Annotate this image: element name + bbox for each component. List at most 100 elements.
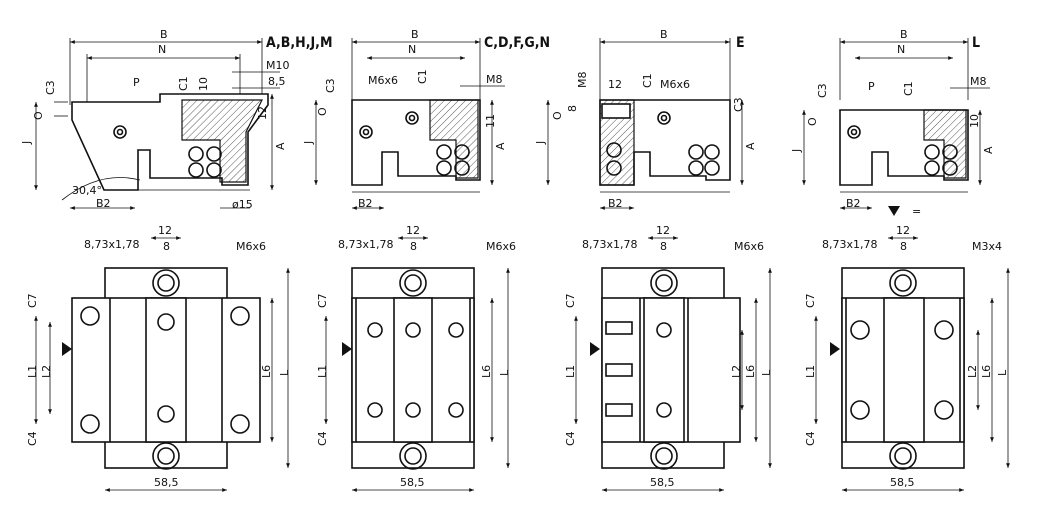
dim-O: O	[551, 111, 564, 120]
cross-section-2: B N C,D,F,G,N M8 M6x6 C3 O J C1 11 A B2	[302, 28, 550, 210]
dim-L2: L2	[40, 365, 53, 378]
dim-L6: L6	[480, 365, 493, 378]
dim-B2: B2	[358, 197, 373, 210]
dim-A: A	[494, 142, 507, 150]
dim-C1: C1	[177, 76, 190, 91]
dim-O: O	[32, 111, 45, 120]
dim-8: 8	[566, 105, 579, 112]
dim-C7: C7	[26, 293, 39, 308]
dim-O: O	[316, 107, 329, 116]
dim-A: A	[274, 142, 287, 150]
dim-11: 11	[484, 114, 497, 128]
dim-C3: C3	[816, 83, 829, 98]
dim-B2: B2	[608, 197, 623, 210]
dim-10: 10	[197, 77, 210, 91]
dim-58-5: 58,5	[890, 476, 915, 489]
dim-L1: L1	[316, 365, 329, 378]
dim-dia15: ø15	[232, 198, 253, 211]
dim-J: J	[302, 141, 315, 145]
dim-12: 12	[158, 224, 172, 237]
dim-B: B	[900, 28, 908, 41]
thread-label: M3x4	[972, 240, 1002, 253]
dim-8: 8	[660, 240, 667, 253]
label-P: P	[868, 80, 875, 93]
dim-8: 8	[900, 240, 907, 253]
dim-12: 12	[656, 224, 670, 237]
dim-B2: B2	[846, 197, 861, 210]
dim-8: 8	[163, 240, 170, 253]
dim-8: 8	[410, 240, 417, 253]
dim-J: J	[20, 141, 33, 145]
top-view-2: 8,73x1,78 12 8 M6x6 C7 C4 L1 L6 L 58,5	[316, 224, 516, 492]
thread-M6x6: M6x6	[368, 74, 398, 87]
dim-12: 12	[608, 78, 622, 91]
dim-M10: M10	[266, 59, 290, 72]
dim-L1: L1	[804, 365, 817, 378]
dim-B: B	[160, 28, 168, 41]
cross-section-3: B E M8 12 C1 M6x6 8 O J C3 A B2	[534, 28, 757, 210]
direction-triangle-icon	[590, 342, 600, 356]
dim-L6: L6	[744, 365, 757, 378]
dim-12: 12	[256, 106, 269, 120]
variant-label: L	[972, 35, 980, 51]
thread-M6x6: M6x6	[660, 78, 690, 91]
dim-A: A	[982, 146, 995, 154]
seal-label: 8,73x1,78	[822, 238, 878, 251]
dim-C4: C4	[804, 431, 817, 446]
variant-label: C,D,F,G,N	[484, 35, 550, 51]
dim-58-5: 58,5	[650, 476, 675, 489]
dim-12: 12	[896, 224, 910, 237]
dim-A: A	[744, 142, 757, 150]
dim-L1: L1	[564, 365, 577, 378]
dim-C1: C1	[641, 73, 654, 88]
seal-label: 8,73x1,78	[338, 238, 394, 251]
direction-triangle-icon	[888, 206, 900, 216]
dim-C4: C4	[564, 431, 577, 446]
top-view-4: 8,73x1,78 12 8 M3x4 C7 C4 L1 L2 L6 L 58,…	[804, 224, 1010, 492]
variant-label: E	[736, 35, 745, 51]
dim-B: B	[411, 28, 419, 41]
direction-triangle-icon	[62, 342, 72, 356]
dim-M8: M8	[486, 73, 503, 86]
dim-C1: C1	[902, 81, 915, 96]
dim-C7: C7	[804, 293, 817, 308]
thread-label: M6x6	[486, 240, 516, 253]
dim-O: O	[806, 117, 819, 126]
dim-M8: M8	[576, 72, 589, 89]
seal-label: 8,73x1,78	[582, 238, 638, 251]
dim-L1: L1	[26, 365, 39, 378]
cross-section-4: B N L M8 P C3 O J C1 10 A B2 =	[790, 28, 995, 218]
dim-J: J	[790, 149, 803, 153]
dim-L: L	[760, 369, 773, 376]
dim-N: N	[408, 43, 416, 56]
dim-C3: C3	[44, 80, 57, 95]
dim-10: 10	[968, 114, 981, 128]
dim-L: L	[498, 369, 511, 376]
top-view-3: 8,73x1,78 12 8 M6x6 C7 C4 L1 L2 L6 L 58,…	[564, 224, 773, 492]
dim-angle: 30,4°	[72, 184, 102, 197]
dim-C4: C4	[316, 431, 329, 446]
dim-C1: C1	[416, 69, 429, 84]
dim-L2: L2	[730, 365, 743, 378]
dim-L: L	[278, 369, 291, 376]
dim-N: N	[158, 43, 166, 56]
seal-label: 8,73x1,78	[84, 238, 140, 251]
dim-C7: C7	[564, 293, 577, 308]
dim-L6: L6	[980, 365, 993, 378]
dim-12: 12	[406, 224, 420, 237]
dim-C7: C7	[316, 293, 329, 308]
dim-C3: C3	[732, 97, 745, 112]
direction-triangle-icon	[830, 342, 840, 356]
direction-triangle-icon	[342, 342, 352, 356]
dim-C4: C4	[26, 431, 39, 446]
dim-C3: C3	[324, 78, 337, 93]
dim-J: J	[534, 141, 547, 145]
dim-B: B	[660, 28, 668, 41]
cross-section-1: B N A,B,H,J,M M10 8,5 C3 O J P C1 10 12 …	[20, 28, 333, 211]
dim-8-5: 8,5	[268, 75, 286, 88]
dim-M8: M8	[970, 75, 987, 88]
top-view-1: 8,73x1,78 12 8 M6x6 C7 C4 L1 L2 L6 L 58,…	[26, 224, 291, 492]
dim-L6: L6	[260, 365, 273, 378]
variant-label: A,B,H,J,M	[266, 35, 333, 51]
